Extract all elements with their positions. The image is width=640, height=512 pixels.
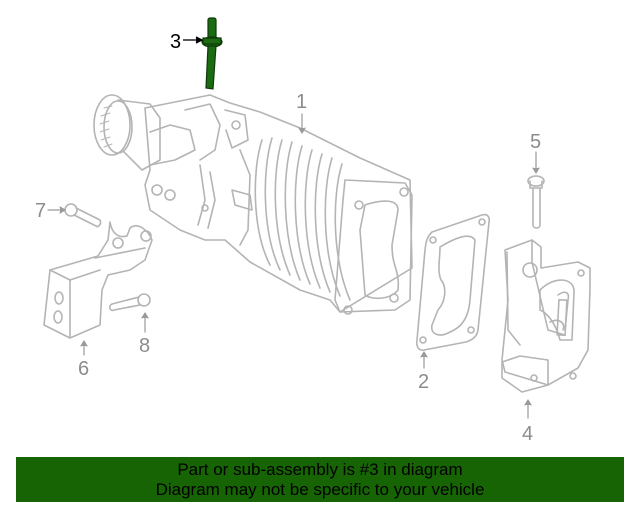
bolt-part-5[interactable] — [527, 175, 545, 229]
info-banner: Part or sub-assembly is #3 in diagram Di… — [16, 457, 624, 502]
callout-6[interactable]: 6 — [78, 358, 89, 380]
callout-5[interactable]: 5 — [530, 131, 541, 153]
callout-1[interactable]: 1 — [296, 91, 307, 113]
bolt-part-3-highlighted[interactable] — [201, 17, 223, 90]
banner-line-1: Part or sub-assembly is #3 in diagram — [177, 460, 463, 479]
banner-line-2: Diagram may not be specific to your vehi… — [155, 480, 485, 499]
gasket-part-2[interactable] — [415, 213, 491, 351]
bracket-part-4[interactable] — [501, 239, 591, 393]
bolt-part-8[interactable] — [109, 293, 151, 312]
callout-2[interactable]: 2 — [418, 371, 429, 393]
bolt-part-7[interactable] — [64, 203, 102, 228]
bracket-part-6[interactable] — [43, 221, 153, 339]
supercharger-part-1[interactable] — [93, 94, 413, 315]
callout-3[interactable]: 3 — [170, 31, 181, 53]
callout-7[interactable]: 7 — [35, 200, 46, 222]
callout-8[interactable]: 8 — [139, 335, 150, 357]
callout-4[interactable]: 4 — [522, 423, 533, 445]
